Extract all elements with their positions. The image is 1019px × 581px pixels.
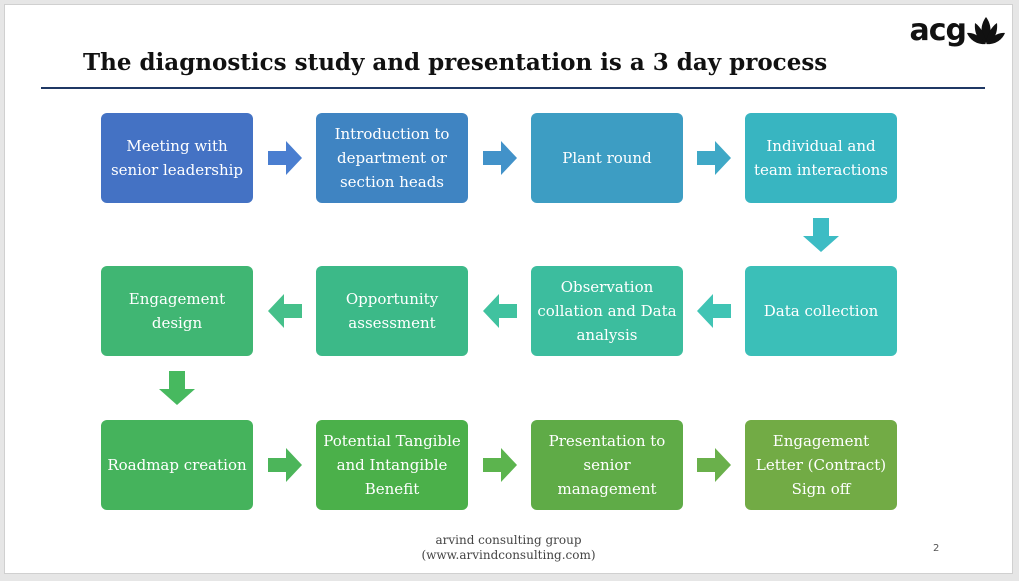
process-step-7: Opportunity assessment [316,266,468,356]
process-step-3: Plant round [531,113,683,203]
logo-text: acg [909,12,967,48]
acg-logo: acg [909,9,1006,51]
arrow-down-icon [803,217,839,252]
page-number: 2 [933,543,940,554]
arrow-right-icon [267,141,302,175]
arrow-right-icon [482,141,517,175]
slide: The diagnostics study and presentation i… [4,4,1013,574]
footer-website: (www.arvindconsulting.com) [421,548,596,562]
process-step-10: Potential Tangible and Intangible Benefi… [316,420,468,510]
footer-company: arvind consulting group [435,533,582,547]
arrow-left-icon [697,294,731,328]
arrow-right-icon [697,448,731,482]
process-step-11: Presentation to senior management [531,420,683,510]
title-underline [41,87,985,89]
process-step-1: Meeting with senior leadership [101,113,253,203]
process-step-5: Data collection [745,266,897,356]
arrow-left-icon [267,294,302,328]
process-step-4: Individual and team interactions [745,113,897,203]
lotus-icon [967,17,1005,45]
arrow-right-icon [482,448,517,482]
process-step-2: Introduction to department or section he… [316,113,468,203]
arrow-down-icon [159,371,195,405]
arrow-right-icon [697,141,731,175]
slide-title: The diagnostics study and presentation i… [83,49,828,76]
process-step-12: Engagement Letter (Contract) Sign off [745,420,897,510]
arrow-left-icon [482,294,517,328]
footer: arvind consulting group (www.arvindconsu… [5,533,1012,563]
arrow-right-icon [267,448,302,482]
process-step-6: Observation collation and Data analysis [531,266,683,356]
process-step-8: Engagement design [101,266,253,356]
process-step-9: Roadmap creation [101,420,253,510]
